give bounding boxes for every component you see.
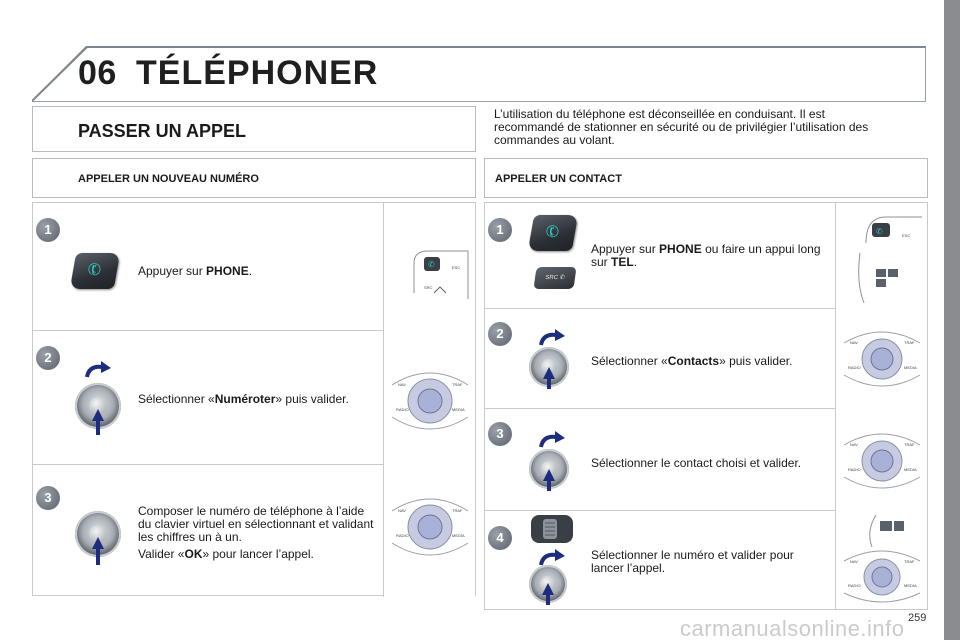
rotate-arrow-icon xyxy=(85,361,111,378)
left-step-3-text: Composer le numéro de téléphone à l’aide… xyxy=(138,504,374,561)
left-step-3-badge: 3 xyxy=(36,486,60,510)
left-step-1-image: ✆ ESC SRC xyxy=(383,203,475,331)
left-step-2-image: NAV TRAF RADIO MEDIA xyxy=(383,331,475,465)
svg-text:RADIO: RADIO xyxy=(848,365,861,370)
right-step-4-text: Sélectionner le numéro et valider pour l… xyxy=(591,548,794,575)
svg-text:RADIO: RADIO xyxy=(396,407,409,412)
thumbwheel-icon xyxy=(531,515,573,543)
press-arrow-stem xyxy=(96,545,100,565)
left-step-1-badge: 1 xyxy=(36,218,60,242)
phone-button-icon: ✆ xyxy=(69,253,121,289)
right-step-4: Sélectionner le numéro et valider pour l… xyxy=(485,511,927,609)
dashboard-phone-key-icon: ✆ ESC SRC xyxy=(413,250,469,299)
press-arrow-icon xyxy=(542,583,554,595)
svg-text:NAV: NAV xyxy=(850,340,858,345)
nav-knob-icon: NAV TRAF RADIO MEDIA xyxy=(843,433,921,489)
steering-controls-icon: ✆ ESC xyxy=(858,216,922,304)
svg-text:TRAF: TRAF xyxy=(904,559,915,564)
right-step-3-badge: 3 xyxy=(488,422,512,446)
rotate-arrow-icon xyxy=(539,329,565,346)
svg-text:RADIO: RADIO xyxy=(848,583,861,588)
left-step-3: Composer le numéro de téléphone à l’aide… xyxy=(33,465,475,597)
svg-text:✆: ✆ xyxy=(428,260,435,269)
src-tel-button-icon: SRC ✆ xyxy=(533,267,577,289)
left-heading-band: APPELER UN NOUVEAU NUMÉRO xyxy=(32,158,476,198)
press-arrow-stem xyxy=(547,375,551,389)
left-heading: APPELER UN NOUVEAU NUMÉRO xyxy=(78,173,259,185)
right-step-4-image: NAV TRAF RADIO MEDIA xyxy=(835,511,927,609)
svg-text:TRAF: TRAF xyxy=(452,382,463,387)
svg-text:✆: ✆ xyxy=(876,227,883,236)
right-step-1-image: ✆ ESC xyxy=(835,203,927,309)
press-arrow-stem xyxy=(547,477,551,491)
right-step-1-badge: 1 xyxy=(488,218,512,242)
left-step-2-badge: 2 xyxy=(36,346,60,370)
page-number: 259 xyxy=(908,612,927,624)
svg-text:NAV: NAV xyxy=(850,442,858,447)
left-step-2: Sélectionner «Numéroter» puis valider. N… xyxy=(33,331,475,465)
svg-text:TRAF: TRAF xyxy=(904,340,915,345)
rotate-arrow-icon xyxy=(539,431,565,448)
right-step-1-text: Appuyer sur PHONE ou faire un appui long… xyxy=(591,242,821,269)
chapter-title: TÉLÉPHONER xyxy=(136,54,379,92)
right-step-3-text: Sélectionner le contact choisi et valide… xyxy=(591,456,802,470)
right-step-2-badge: 2 xyxy=(488,322,512,346)
svg-text:ESC: ESC xyxy=(902,233,910,238)
svg-text:MEDIA: MEDIA xyxy=(904,583,917,588)
svg-text:SRC: SRC xyxy=(424,285,433,290)
right-step-3: Sélectionner le contact choisi et valide… xyxy=(485,409,927,511)
steering-and-knob-icon: NAV TRAF RADIO MEDIA xyxy=(843,514,921,603)
nav-knob-icon: NAV TRAF RADIO MEDIA xyxy=(391,372,469,430)
svg-text:RADIO: RADIO xyxy=(396,533,409,538)
watermark: carmanualsonline.info xyxy=(680,616,905,640)
right-heading: APPELER UN CONTACT xyxy=(495,173,622,185)
section-title-band: PASSER UN APPEL xyxy=(32,106,476,152)
right-heading-band: APPELER UN CONTACT xyxy=(484,158,928,198)
svg-text:TRAF: TRAF xyxy=(452,508,463,513)
svg-text:RADIO: RADIO xyxy=(848,467,861,472)
svg-text:NAV: NAV xyxy=(850,559,858,564)
left-step-2-text: Sélectionner «Numéroter» puis valider. xyxy=(138,392,349,406)
svg-text:NAV: NAV xyxy=(398,382,406,387)
press-arrow-stem xyxy=(546,591,550,605)
svg-text:MEDIA: MEDIA xyxy=(904,365,917,370)
right-step-2: Sélectionner «Contacts» puis valider. NA… xyxy=(485,309,927,409)
rotate-arrow-icon xyxy=(539,549,565,566)
left-step-1: ✆ Appuyer sur PHONE. ✆ ESC SRC xyxy=(33,203,475,331)
right-step-2-image: NAV TRAF RADIO MEDIA xyxy=(835,309,927,409)
right-step-4-badge: 4 xyxy=(488,526,512,550)
right-step-1: ✆ SRC ✆ Appuyer sur PHONE ou faire un ap… xyxy=(485,203,927,309)
header-corner-cut xyxy=(32,46,92,102)
left-step-3-image: NAV TRAF RADIO MEDIA xyxy=(383,465,475,597)
press-arrow-icon xyxy=(543,469,555,481)
right-steps-panel: ✆ SRC ✆ Appuyer sur PHONE ou faire un ap… xyxy=(484,202,928,610)
page-edge-rail xyxy=(944,0,960,640)
press-arrow-icon xyxy=(543,367,555,379)
svg-text:MEDIA: MEDIA xyxy=(452,407,465,412)
chapter-header xyxy=(32,46,926,102)
left-step-1-text: Appuyer sur PHONE. xyxy=(138,264,253,278)
svg-text:MEDIA: MEDIA xyxy=(904,467,917,472)
phone-button-icon: ✆ xyxy=(527,215,579,251)
nav-knob-icon: NAV TRAF RADIO MEDIA xyxy=(843,331,921,387)
section-title: PASSER UN APPEL xyxy=(78,121,247,141)
press-arrow-icon xyxy=(92,409,104,421)
left-steps-panel: ✆ Appuyer sur PHONE. ✆ ESC SRC Sélection… xyxy=(32,202,476,597)
press-arrow-icon xyxy=(92,537,104,549)
svg-text:ESC: ESC xyxy=(452,265,460,270)
nav-knob-icon: NAV TRAF RADIO MEDIA xyxy=(391,498,469,556)
svg-text:NAV: NAV xyxy=(398,508,406,513)
svg-text:MEDIA: MEDIA xyxy=(452,533,465,538)
chapter-number: 06 xyxy=(78,54,117,92)
warning-text: L’utilisation du téléphone est déconseil… xyxy=(494,107,869,147)
right-step-2-text: Sélectionner «Contacts» puis valider. xyxy=(591,354,793,368)
svg-text:TRAF: TRAF xyxy=(904,442,915,447)
press-arrow-stem xyxy=(96,417,100,435)
right-step-3-image: NAV TRAF RADIO MEDIA xyxy=(835,409,927,511)
